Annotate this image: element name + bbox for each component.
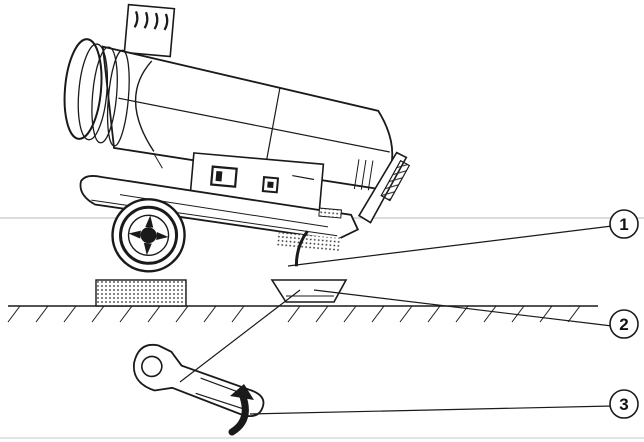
callout-3: 3 — [609, 389, 639, 419]
front-nozzle — [63, 38, 130, 147]
fuel-tank — [79, 175, 360, 241]
callout-1: 1 — [609, 209, 639, 239]
exhaust-chimney — [123, 3, 176, 58]
callout-2: 2 — [609, 309, 639, 339]
callout-number: 2 — [619, 315, 628, 334]
callout-number: 1 — [619, 215, 628, 234]
rotation-arrow-icon — [228, 384, 254, 436]
switch-icon — [210, 165, 238, 188]
handle — [357, 151, 411, 224]
leader-lines — [179, 225, 613, 415]
wheel — [111, 198, 186, 273]
heater — [63, 3, 411, 273]
drain-tray — [270, 279, 348, 303]
rear-vents — [353, 159, 374, 191]
wrench-icon — [132, 343, 265, 417]
drain-area — [276, 230, 342, 267]
callout-number: 3 — [619, 395, 628, 414]
wheel-block — [95, 279, 187, 307]
